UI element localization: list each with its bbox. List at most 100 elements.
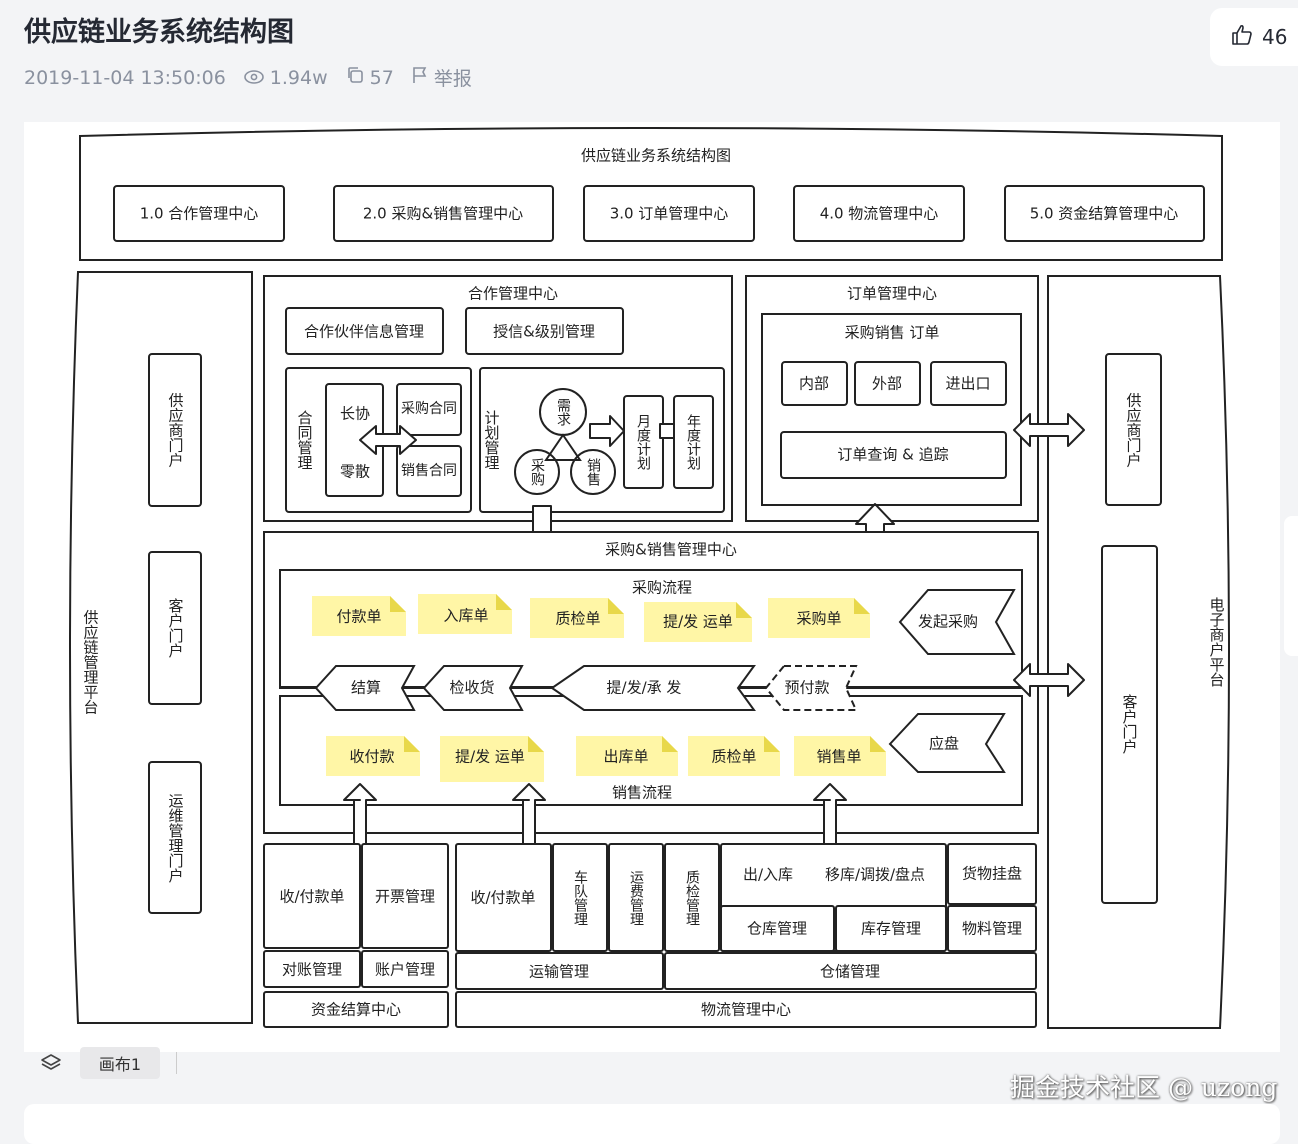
svg-text:质检单: 质检单: [555, 610, 600, 628]
svg-text:外部: 外部: [872, 375, 902, 393]
side-panel-tab[interactable]: [1284, 516, 1298, 656]
plan-triangle: [544, 433, 582, 461]
svg-text:需求: 需求: [555, 398, 571, 426]
svg-text:物料管理: 物料管理: [962, 920, 1022, 938]
partner-info-box: 合作伙伴信息管理: [285, 307, 444, 355]
credit-box: 授信&级别管理: [465, 307, 624, 355]
plan-mgmt-label: 计划管理: [483, 410, 501, 470]
material-box: 物料管理: [947, 905, 1037, 952]
sales-contract-box: 销售合同: [396, 445, 462, 497]
svg-text:销售合同: 销售合同: [401, 463, 457, 479]
layers-icon[interactable]: [40, 1052, 62, 1078]
svg-text:开票管理: 开票管理: [375, 888, 435, 906]
step-settlement: 结算: [314, 665, 416, 711]
annual-plan-box: 年度计划: [673, 395, 714, 489]
top-module: 2.0 采购&销售管理中心: [333, 185, 554, 242]
ps-title: 采购&销售管理中心: [605, 541, 737, 559]
top-title: 供应链业务系统结构图: [581, 147, 731, 165]
top-module: 5.0 资金结算管理中心: [1004, 185, 1205, 242]
svg-text:对账管理: 对账管理: [282, 961, 342, 979]
warehouse-box: 仓库管理: [720, 905, 835, 952]
svg-text:结算: 结算: [351, 679, 381, 697]
contract-mgmt-label: 合同管理: [296, 410, 314, 470]
left-platform-label: 供应链管理平台: [82, 610, 100, 715]
sales-flow-label: 销售流程: [612, 784, 672, 802]
note-outbound: 出库单: [576, 736, 678, 776]
inventory-box: 库存管理: [835, 905, 947, 952]
left-portal-supplier: 供应商门户: [148, 353, 202, 507]
diagram-canvas: .b { fill:#fff; stroke:#222; stroke-widt…: [24, 122, 1280, 1052]
svg-text:提/发 运单: 提/发 运单: [455, 748, 525, 766]
svg-text:提/发/承 发: 提/发/承 发: [607, 679, 682, 697]
initiate-purchase-shape: 发起采购: [898, 589, 1016, 655]
svg-text:长协: 长协: [340, 405, 370, 423]
order-right-double-arrow: [1013, 413, 1085, 447]
step-dispatch: 提/发/承 发: [550, 665, 756, 711]
top-module: 4.0 物流管理中心: [793, 185, 965, 242]
tab-divider: [176, 1052, 177, 1074]
svg-text:订单查询 & 追踪: 订单查询 & 追踪: [837, 446, 948, 464]
svg-text:运费管理: 运费管理: [628, 870, 644, 926]
publish-date: 2019-11-04 13:50:06: [24, 66, 226, 89]
svg-text:运输管理: 运输管理: [529, 963, 589, 981]
svg-text:2.0 采购&销售管理中心: 2.0 采购&销售管理中心: [363, 205, 523, 223]
svg-text:仓储管理: 仓储管理: [820, 963, 880, 981]
svg-text:账户管理: 账户管理: [375, 961, 435, 979]
copy-icon: [346, 66, 364, 89]
note-sales-qc: 质检单: [688, 736, 780, 776]
order-subtitle: 采购销售 订单: [845, 324, 940, 342]
svg-text:年度计划: 年度计划: [685, 414, 701, 470]
svg-text:仓库管理: 仓库管理: [747, 920, 807, 938]
svg-text:1.0 合作管理中心: 1.0 合作管理中心: [140, 205, 259, 223]
thumbs-up-icon: [1230, 23, 1254, 51]
freight-box: 运费管理: [608, 843, 664, 952]
note-inbound: 入库单: [418, 594, 512, 634]
note-purchase-order: 采购单: [768, 598, 870, 638]
svg-text:提/发 运单: 提/发 运单: [663, 613, 733, 631]
svg-text:检收货: 检收货: [449, 679, 494, 697]
svg-text:运维管理门户: 运维管理门户: [167, 793, 185, 883]
left-portal-ops: 运维管理门户: [148, 761, 202, 914]
fleet-box: 车队管理: [552, 843, 608, 952]
svg-text:质检管理: 质检管理: [684, 870, 700, 926]
article-meta: 2019-11-04 13:50:06 1.94w 57 举报: [24, 64, 472, 91]
svg-text:合作伙伴信息管理: 合作伙伴信息管理: [304, 323, 424, 341]
svg-text:入库单: 入库单: [443, 607, 488, 625]
coop-title: 合作管理中心: [468, 285, 558, 303]
storage-mgmt-box: 仓储管理: [664, 952, 1037, 990]
sales-circle: 销售: [570, 449, 616, 495]
svg-text:客户门户: 客户门户: [1121, 694, 1139, 754]
like-button[interactable]: 46: [1210, 8, 1298, 66]
svg-text:采购: 采购: [529, 458, 545, 487]
svg-text:预付款: 预付款: [784, 679, 829, 697]
svg-text:采购单: 采购单: [796, 610, 841, 628]
qc-box: 质检管理: [664, 843, 720, 952]
svg-text:质检单: 质检单: [711, 748, 756, 766]
right-platform-label: 电子商户平台: [1208, 597, 1226, 687]
right-portal-customer: 客户门户: [1101, 545, 1158, 904]
report-link[interactable]: 举报: [433, 68, 472, 90]
flag-icon[interactable]: [412, 66, 428, 89]
fin-center-box: 资金结算中心: [263, 991, 449, 1028]
svg-text:采购合同: 采购合同: [401, 401, 457, 417]
note-qc: 质检单: [530, 598, 624, 638]
svg-text:销售单: 销售单: [816, 748, 861, 766]
watermark: 掘金技术社区 @ uzong: [1010, 1073, 1278, 1102]
top-module: 3.0 订单管理中心: [583, 185, 755, 242]
logistics-center-box: 物流管理中心: [455, 991, 1037, 1028]
reconcile-box: 对账管理: [263, 950, 361, 988]
invoice-box: 开票管理: [361, 843, 449, 949]
note-shipping: 提/发 运单: [644, 602, 752, 642]
like-count: 46: [1262, 25, 1288, 49]
transfer-label: 移库/调拨/盘点: [825, 866, 925, 884]
svg-text:授信&级别管理: 授信&级别管理: [493, 323, 595, 341]
svg-text:月度计划: 月度计划: [635, 414, 651, 470]
goods-box: 货物挂盘: [947, 843, 1037, 905]
architecture-diagram: .b { fill:#fff; stroke:#222; stroke-widt…: [69, 127, 1230, 1029]
note-sales-shipping: 提/发 运单: [440, 736, 544, 782]
svg-text:物流管理中心: 物流管理中心: [701, 1001, 791, 1019]
right-portal-supplier: 供应商门户: [1105, 353, 1162, 506]
canvas-tab[interactable]: 画布1: [80, 1047, 160, 1079]
receivable-shape: 应盘: [888, 713, 1006, 773]
ps-right-double-arrow: [1013, 663, 1085, 697]
